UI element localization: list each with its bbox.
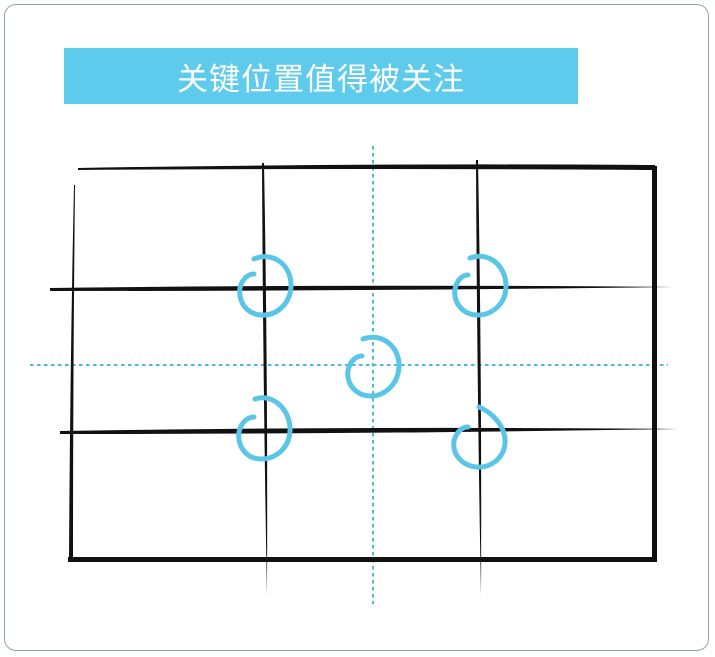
swirl-marker-center [345, 334, 402, 399]
title-banner: 关键位置值得被关注 [64, 48, 578, 104]
frame-left-edge [69, 185, 75, 562]
focus-markers [236, 253, 509, 470]
figure-title: 关键位置值得被关注 [177, 61, 465, 98]
thirds-grid [50, 160, 678, 596]
thirds-vertical-left [262, 163, 268, 596]
thirds-horizontal-lower [60, 427, 678, 434]
swirl-marker-top-left [237, 254, 294, 318]
frame-top-edge [78, 164, 655, 170]
swirl-marker-bottom-left [236, 395, 293, 462]
figure-card [4, 4, 709, 651]
swirl-marker-bottom-right [451, 404, 508, 470]
thirds-horizontal-upper [50, 285, 672, 291]
outer-frame [68, 164, 657, 562]
frame-bottom-edge [68, 557, 657, 562]
thirds-vertical-right [476, 160, 482, 596]
frame-right-edge [652, 166, 657, 562]
swirl-marker-top-right [452, 253, 509, 318]
